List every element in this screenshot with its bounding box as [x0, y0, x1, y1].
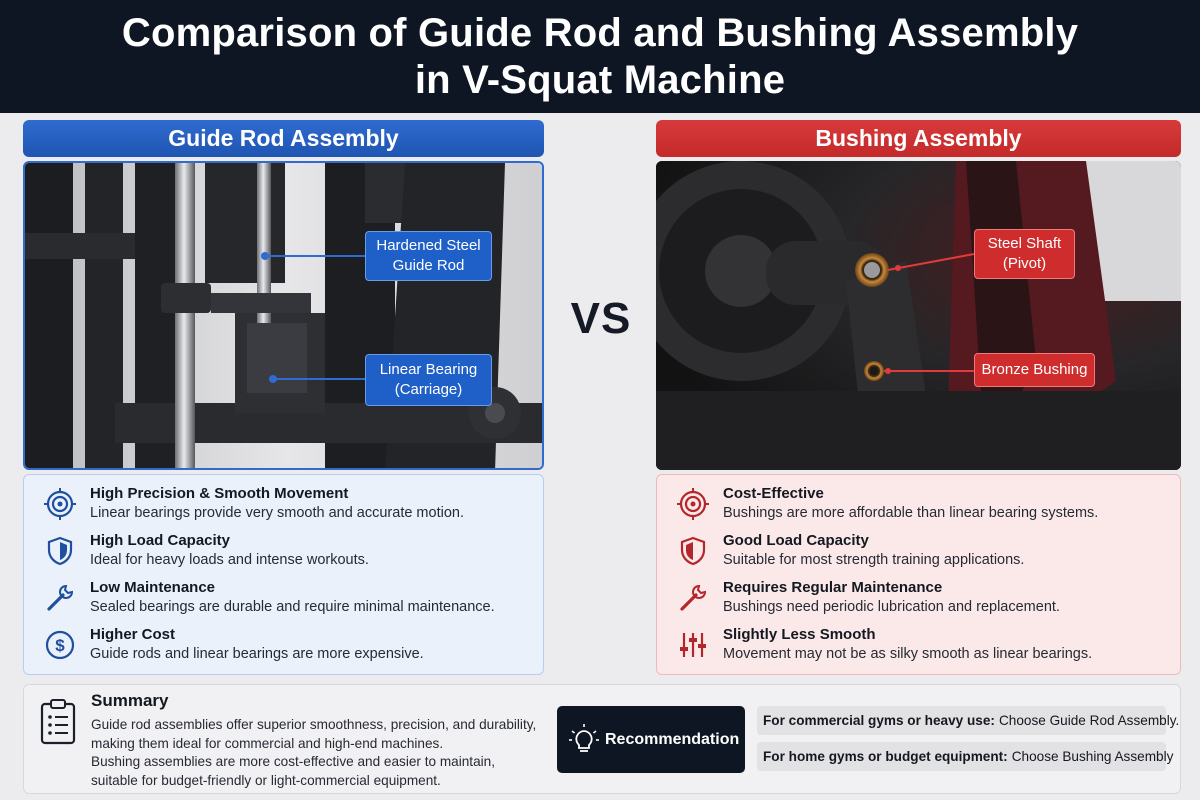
- recommendation-label: Recommendation: [605, 730, 740, 748]
- page-title: Comparison of Guide Rod and Bushing Asse…: [122, 10, 1078, 104]
- summary-line: making them ideal for commercial and hig…: [91, 735, 444, 751]
- summary-title: Summary: [91, 691, 169, 710]
- feature-desc: Movement may not be as silky smooth as l…: [723, 646, 1093, 662]
- summary-panel: Summary Guide rod assemblies offer super…: [23, 684, 1181, 794]
- callout-label-line-1: Hardened Steel: [376, 237, 481, 254]
- callout-label-line-1: Bronze Bushing: [981, 361, 1088, 378]
- feature-item: Low Maintenance Sealed bearings are dura…: [24, 579, 543, 626]
- shield-icon: [47, 536, 73, 566]
- feature-title: Requires Regular Maintenance: [723, 579, 943, 596]
- feature-item: $ Higher Cost Guide rods and linear bear…: [24, 626, 543, 673]
- bushing-features: Cost-Effective Bushings are more afforda…: [656, 474, 1181, 675]
- feature-item: Cost-Effective Bushings are more afforda…: [657, 485, 1180, 532]
- sliders-icon: [680, 633, 706, 657]
- svg-text:$: $: [55, 636, 65, 655]
- shield-icon: [680, 536, 706, 566]
- callout-steel-shaft: Steel Shaft (Pivot): [974, 229, 1075, 279]
- target-icon: [677, 488, 709, 520]
- callout-label-line-2: (Carriage): [394, 381, 463, 398]
- feature-title: Good Load Capacity: [723, 532, 869, 549]
- feature-title: Cost-Effective: [723, 485, 824, 502]
- feature-desc: Sealed bearings are durable and require …: [90, 599, 495, 615]
- guide-rod-photo: Hardened Steel Guide Rod Linear Bearing …: [23, 161, 544, 470]
- feature-item: Requires Regular Maintenance Bushings ne…: [657, 579, 1180, 626]
- clipboard-icon: [40, 699, 76, 745]
- feature-desc: Ideal for heavy loads and intense workou…: [90, 552, 369, 568]
- feature-title: High Load Capacity: [90, 532, 231, 549]
- feature-desc: Bushings are more affordable than linear…: [723, 505, 1099, 521]
- target-icon: [44, 488, 76, 520]
- feature-item: Good Load Capacity Suitable for most str…: [657, 532, 1180, 579]
- recommendation-lead: For commercial gyms or heavy use:: [763, 713, 995, 728]
- page-title-line-2: in V-Squat Machine: [414, 57, 786, 102]
- feature-item: Slightly Less Smooth Movement may not be…: [657, 626, 1180, 673]
- feature-desc: Linear bearings provide very smooth and …: [90, 505, 464, 521]
- callout-bronze-bushing: Bronze Bushing: [974, 353, 1095, 387]
- bushing-illustration: [656, 161, 1181, 470]
- callout-label-line-2: Guide Rod: [392, 257, 465, 274]
- summary-line: Bushing assemblies are more cost-effecti…: [91, 754, 495, 769]
- guide-rod-features: High Precision & Smooth Movement Linear …: [23, 474, 544, 675]
- recommendation-choice: Choose Bushing Assembly: [1011, 749, 1174, 764]
- wrench-icon: [680, 584, 707, 611]
- feature-title: Slightly Less Smooth: [723, 626, 876, 643]
- callout-label-line-1: Linear Bearing: [379, 361, 478, 378]
- recommendation-lead: For home gyms or budget equipment:: [763, 749, 1008, 764]
- recommendation-home: For home gyms or budget equipment: Choos…: [757, 742, 1173, 771]
- feature-title: High Precision & Smooth Movement: [90, 485, 349, 502]
- page-header: Comparison of Guide Rod and Bushing Asse…: [0, 0, 1200, 113]
- feature-title: Higher Cost: [90, 626, 176, 643]
- feature-desc: Suitable for most strength training appl…: [723, 552, 1025, 568]
- callout-linear-bearing: Linear Bearing (Carriage): [365, 354, 492, 406]
- feature-item: High Precision & Smooth Movement Linear …: [24, 485, 543, 532]
- summary-line: suitable for budget-friendly or light-co…: [91, 772, 441, 788]
- summary-line: Guide rod assemblies offer superior smoo…: [91, 717, 537, 732]
- page-title-line-1: Comparison of Guide Rod and Bushing Asse…: [121, 10, 1079, 55]
- bushing-heading: Bushing Assembly: [656, 120, 1181, 157]
- vs-label: VS: [570, 294, 632, 343]
- wrench-icon: [47, 584, 74, 611]
- feature-desc: Guide rods and linear bearings are more …: [90, 646, 424, 662]
- guide-rod-heading: Guide Rod Assembly: [23, 120, 544, 157]
- guide-rod-illustration: [25, 163, 542, 468]
- callout-hardened-steel-guide-rod: Hardened Steel Guide Rod: [365, 231, 492, 281]
- callout-label-line-2: (Pivot): [1002, 255, 1047, 272]
- feature-title: Low Maintenance: [90, 579, 216, 596]
- dollar-icon: $: [45, 630, 75, 660]
- feature-item: High Load Capacity Ideal for heavy loads…: [24, 532, 543, 579]
- recommendation-badge: Recommendation: [557, 706, 745, 773]
- recommendation-commercial: For commercial gyms or heavy use: Choose…: [757, 706, 1179, 735]
- recommendation-choice: Choose Guide Rod Assembly.: [998, 713, 1180, 728]
- callout-label-line-1: Steel Shaft: [987, 235, 1062, 252]
- bushing-photo: Steel Shaft (Pivot) Bronze Bushing: [656, 161, 1181, 470]
- summary-text: Guide rod assemblies offer superior smoo…: [91, 716, 541, 790]
- feature-desc: Bushings need periodic lubrication and r…: [723, 599, 1060, 615]
- lightbulb-icon: [569, 723, 599, 752]
